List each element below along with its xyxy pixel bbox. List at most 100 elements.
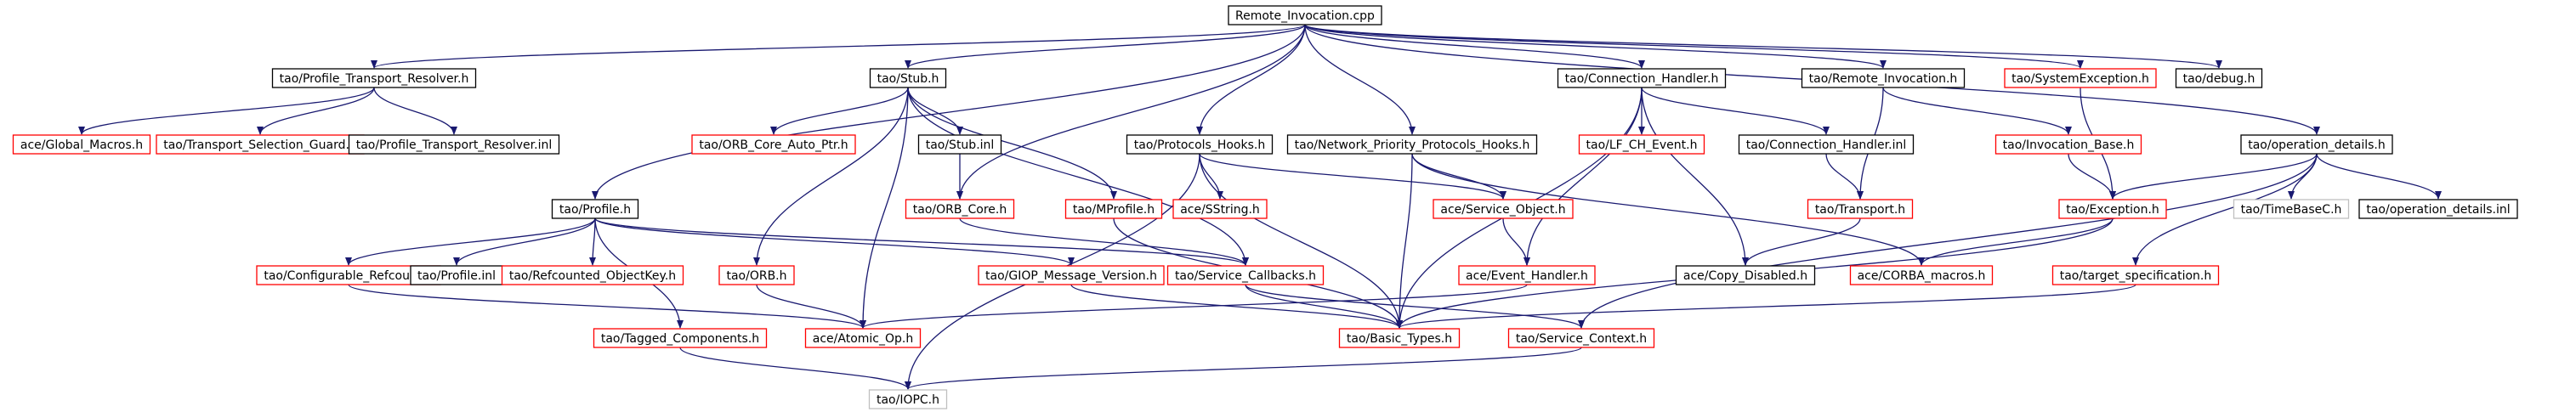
node-label: tao/ORB_Core_Auto_Ptr.h [699, 138, 848, 152]
node-label: tao/Invocation_Base.h [2003, 138, 2135, 152]
node-n31[interactable]: tao/GIOP_Message_Version.h [978, 265, 1165, 285]
edge-n36-n39 [1396, 284, 2136, 329]
edge-n18-n29 [589, 217, 597, 266]
edge-n0-n13 [1304, 24, 1416, 135]
edge-n17-n36 [2132, 153, 2318, 266]
edge-n0-n2 [905, 24, 1306, 69]
edge-n19-n32 [959, 217, 1249, 266]
node-n38[interactable]: ace/Atomic_Op.h [804, 328, 922, 348]
edge-n2-n20 [907, 87, 1117, 200]
node-n30[interactable]: tao/ORB.h [718, 265, 795, 285]
edge-n27-n38 [348, 284, 866, 329]
node-n22[interactable]: ace/Service_Object.h [1433, 199, 1574, 219]
node-box [1738, 134, 1915, 155]
node-box [2240, 134, 2393, 155]
edge-n17-n26 [2316, 153, 2442, 200]
node-label: tao/Connection_Handler.h [1565, 72, 1719, 86]
edge-n2-n32 [907, 87, 1249, 266]
node-label: ace/Service_Object.h [1440, 203, 1565, 217]
node-box [868, 389, 948, 409]
node-box [1064, 199, 1163, 219]
edge-n18-n32 [594, 217, 1249, 266]
node-n9: tao/Profile_Transport_Resolver.inl [348, 134, 560, 155]
node-label: tao/ORB_Core.h [913, 203, 1007, 217]
node-n34: ace/Copy_Disabled.h [1675, 265, 1816, 285]
node-label: tao/TimeBaseC.h [2241, 203, 2342, 217]
node-label: tao/Stub.h [877, 72, 939, 86]
node-n25: tao/TimeBaseC.h [2233, 199, 2350, 219]
node-n35[interactable]: ace/CORBA_macros.h [1849, 265, 1994, 285]
node-n7[interactable]: ace/Global_Macros.h [12, 134, 151, 155]
edge-n0-n3 [1304, 24, 1645, 69]
node-n41: tao/IOPC.h [868, 389, 948, 409]
node-label: tao/Connection_Handler.inl [1746, 138, 1907, 152]
node-n17: tao/operation_details.h [2240, 134, 2393, 155]
edge-n37-n41 [679, 347, 911, 390]
node-label: tao/Profile.inl [417, 269, 496, 283]
node-label: tao/Configurable_Refcount.h [264, 269, 433, 283]
node-label: tao/Exception.h [2066, 203, 2159, 217]
node-n36[interactable]: tao/target_specification.h [2051, 265, 2220, 285]
edge-n18-n27 [345, 217, 596, 266]
node-box [1807, 199, 1914, 219]
edge-n33-n38 [860, 284, 1528, 329]
edge-n17-n40 [1578, 153, 2318, 329]
node-box [1994, 134, 2142, 155]
node-label: tao/Profile.h [559, 203, 631, 217]
node-box [1286, 134, 1538, 155]
node-n37[interactable]: tao/Tagged_Components.h [593, 328, 768, 348]
node-n33[interactable]: ace/Event_Handler.h [1458, 265, 1596, 285]
node-n10[interactable]: tao/ORB_Core_Auto_Ptr.h [691, 134, 856, 155]
node-label: tao/Protocols_Hooks.h [1134, 138, 1265, 152]
node-box [1578, 134, 1705, 155]
node-label: tao/Profile_Transport_Resolver.inl [356, 138, 553, 152]
node-n39[interactable]: tao/Basic_Types.h [1338, 328, 1461, 348]
node-label: tao/Transport_Selection_Guard.h [163, 138, 357, 152]
node-n16[interactable]: tao/Invocation_Base.h [1994, 134, 2142, 155]
node-n23[interactable]: tao/Transport.h [1807, 199, 1914, 219]
node-n8[interactable]: tao/Transport_Selection_Guard.h [156, 134, 365, 155]
node-n11: tao/Stub.inl [917, 134, 1002, 155]
node-label: tao/SystemException.h [2011, 72, 2149, 86]
edge-n13-n35 [1411, 153, 1925, 266]
node-box [1675, 265, 1816, 285]
node-n32[interactable]: tao/Service_Callbacks.h [1166, 265, 1325, 285]
node-n24[interactable]: tao/Exception.h [2058, 199, 2167, 219]
node-label: ace/CORBA_macros.h [1858, 269, 1986, 283]
node-label: ace/Copy_Disabled.h [1683, 269, 1807, 283]
node-label: tao/Service_Context.h [1516, 332, 1647, 346]
node-box [551, 199, 639, 219]
edge-n4-n16 [1882, 87, 2072, 135]
node-box [1801, 68, 1966, 88]
node-n5[interactable]: tao/SystemException.h [2004, 68, 2157, 88]
node-n20[interactable]: tao/MProfile.h [1064, 199, 1163, 219]
node-box [917, 134, 1002, 155]
node-n14[interactable]: tao/LF_CH_Event.h [1578, 134, 1705, 155]
node-box [271, 68, 477, 88]
node-n29[interactable]: tao/Refcounted_ObjectKey.h [501, 265, 684, 285]
node-box [2051, 265, 2220, 285]
node-n21[interactable]: ace/SString.h [1172, 199, 1268, 219]
edge-n12-n21 [1199, 153, 1223, 200]
node-box [2175, 68, 2263, 88]
edge-n2-n30 [753, 87, 909, 266]
node-label: tao/operation_details.h [2248, 138, 2386, 152]
node-n40[interactable]: tao/Service_Context.h [1507, 328, 1655, 348]
node-n2: tao/Stub.h [869, 68, 947, 88]
node-n19[interactable]: tao/ORB_Core.h [905, 199, 1015, 219]
edge-n18-n31 [594, 217, 1075, 266]
node-box [2058, 199, 2167, 219]
node-label: tao/Basic_Types.h [1347, 332, 1452, 346]
edge-n12-n22 [1199, 153, 1506, 200]
node-n18: tao/Profile.h [551, 199, 639, 219]
node-label: tao/GIOP_Message_Version.h [985, 269, 1157, 283]
node-label: ace/Event_Handler.h [1466, 269, 1588, 283]
edge-n12-n39 [1199, 153, 1403, 329]
edge-n17-n24 [2109, 153, 2318, 200]
node-n28: tao/Profile.inl [410, 265, 503, 285]
node-label: ace/SString.h [1180, 203, 1260, 217]
node-label: tao/Stub.inl [926, 138, 995, 152]
node-n13: tao/Network_Priority_Protocols_Hooks.h [1286, 134, 1538, 155]
edge-n31-n39 [1070, 284, 1403, 329]
node-box [869, 68, 947, 88]
